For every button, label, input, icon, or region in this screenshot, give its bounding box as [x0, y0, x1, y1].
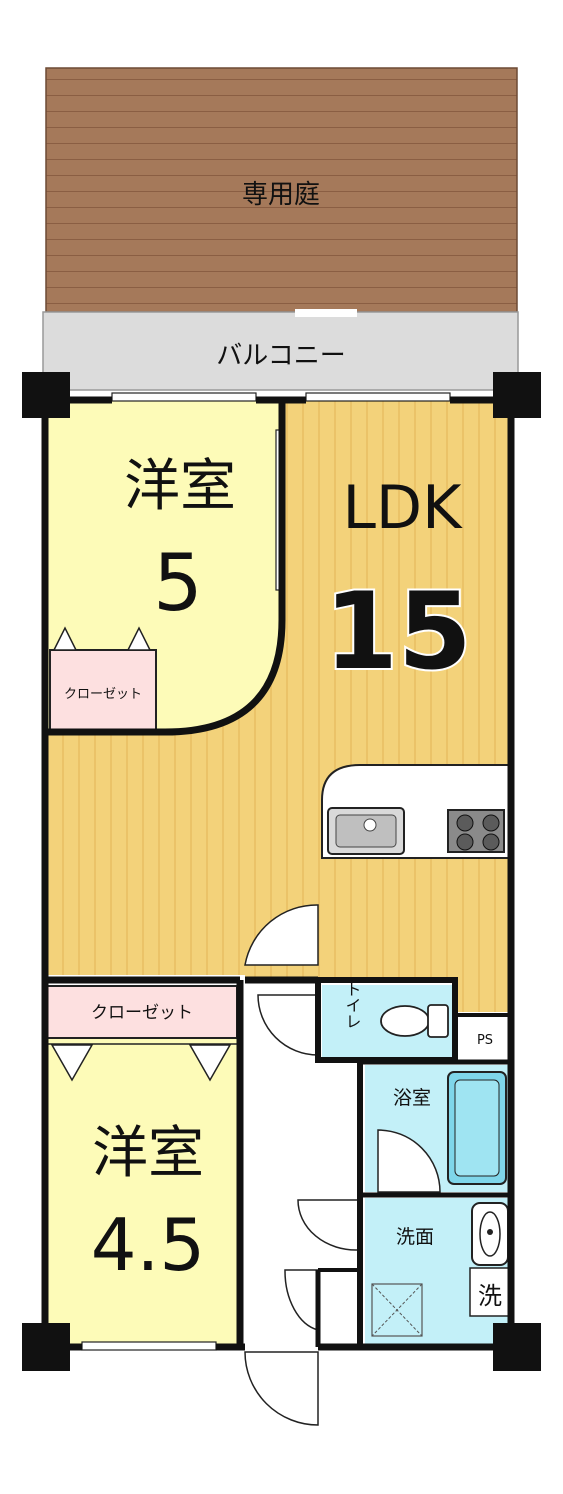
- washer-label: 洗: [478, 1282, 502, 1310]
- kitchen-counter: [321, 764, 512, 859]
- ps-label: PS: [477, 1033, 493, 1048]
- pillar-bottom-left: [22, 1323, 70, 1371]
- window-ldk: [305, 392, 451, 402]
- balcony-gate: [295, 309, 357, 317]
- toilet-label: トイレ: [343, 981, 362, 1029]
- pillar-top-right: [493, 372, 541, 418]
- entrance-door[interactable]: [244, 1351, 319, 1426]
- garden-area: 専用庭: [45, 67, 518, 313]
- western-room-5-name: 洋室: [124, 454, 236, 519]
- western-room-5-size: 5: [153, 539, 203, 629]
- closet-wide-label: クローゼット: [91, 1003, 193, 1023]
- ldk-size: 15: [324, 570, 472, 693]
- toilet-icon: [380, 1005, 430, 1037]
- closet-small: クローゼット: [49, 626, 157, 731]
- bath-label: 浴室: [393, 1087, 431, 1109]
- window-western-4-5: [81, 1341, 217, 1351]
- bath-door[interactable]: [377, 1129, 441, 1193]
- ldk-name: LDK: [343, 473, 464, 543]
- pillars: [22, 372, 541, 1371]
- ldk-labels: LDK 15: [322, 473, 474, 695]
- western-room-4-5-size: 4.5: [91, 1203, 206, 1287]
- toilet-room: トイレ: [322, 981, 453, 1057]
- ldk-door[interactable]: [244, 904, 319, 966]
- walls: [41, 396, 515, 1351]
- pillar-bottom-right: [493, 1323, 541, 1371]
- washroom-label: 洗面: [396, 1226, 434, 1248]
- garden-label: 専用庭: [242, 180, 320, 210]
- ps-space: PS: [460, 1018, 511, 1056]
- western-room-4-5-labels: 洋室 4.5: [91, 1121, 206, 1287]
- pillar-top-left: [22, 372, 70, 418]
- balcony-area: バルコニー: [42, 309, 519, 391]
- washroom: 洗 洗面: [365, 1198, 511, 1345]
- western-room-4-5-name: 洋室: [92, 1121, 204, 1186]
- washroom-door[interactable]: [297, 1199, 359, 1251]
- closet-wide: クローゼット: [46, 985, 238, 1082]
- western-room-5-labels: 洋室 5: [124, 454, 236, 629]
- doors: [244, 904, 441, 1426]
- balcony-label: バルコニー: [216, 341, 345, 371]
- washroom-floor-drain: [371, 1283, 423, 1337]
- window-western-5: [111, 392, 257, 402]
- closet-small-label: クローゼット: [64, 687, 142, 702]
